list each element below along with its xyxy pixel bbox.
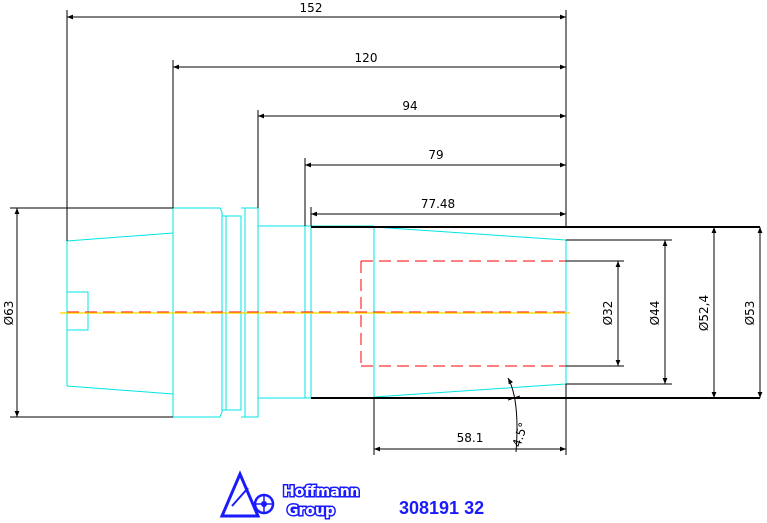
hoffmann-logo-icon (219, 470, 275, 518)
dim-dia-53-label: Ø53 (743, 301, 757, 326)
dim-dia-63-label: Ø63 (2, 301, 16, 326)
dim-angle-label: 4.5° (510, 421, 531, 449)
dim-77-48-label: 77.48 (421, 197, 455, 211)
dim-94-label: 94 (402, 99, 417, 113)
dim-dia-44-label: Ø44 (648, 301, 662, 326)
hidden-bore (60, 260, 570, 367)
part-number: 308191 32 (399, 498, 484, 518)
logo-line2: Group (287, 503, 335, 519)
dim-120-label: 120 (355, 51, 378, 65)
diameter-dimensions: Ø63 Ø32 Ø44 Ø52,4 Ø53 (2, 207, 763, 418)
dim-dia-52-4-label: Ø52,4 (697, 295, 711, 331)
dim-79-label: 79 (428, 148, 443, 162)
length-dimensions: 152 120 94 79 77.48 58.1 (66, 1, 567, 455)
dim-dia-32-label: Ø32 (601, 301, 615, 326)
dim-152-label: 152 (300, 1, 323, 15)
angle-dimension: 4.5° (507, 377, 531, 453)
nut-outline (311, 226, 760, 399)
dim-58-1-label: 58.1 (457, 431, 484, 445)
logo-line1: Hoffmann (283, 484, 360, 500)
hoffmann-logo: Hoffmann Group (219, 470, 361, 521)
